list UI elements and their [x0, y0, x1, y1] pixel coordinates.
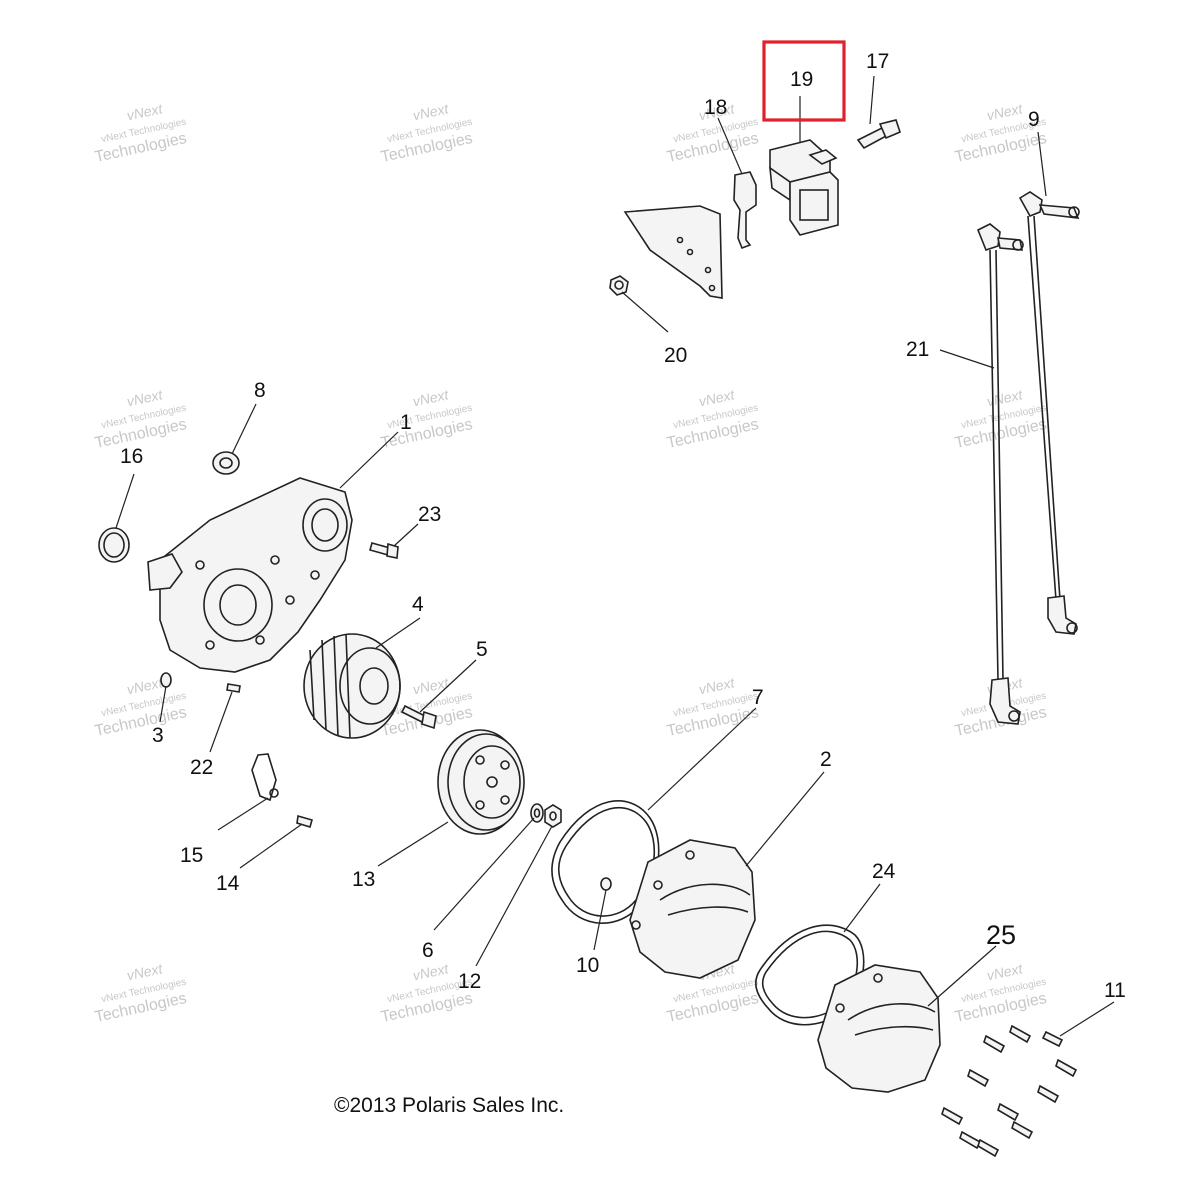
- callout-12[interactable]: 12: [458, 970, 481, 993]
- callout-10[interactable]: 10: [576, 954, 599, 977]
- callout-16[interactable]: 16: [120, 445, 143, 468]
- part-16-seal[interactable]: [98, 527, 130, 563]
- part-8-bearing[interactable]: [212, 451, 240, 475]
- part-25-cover[interactable]: [817, 964, 941, 1093]
- callout-19[interactable]: 19: [790, 68, 813, 91]
- callout-7[interactable]: 7: [752, 686, 764, 709]
- part-1-crankcase[interactable]: [147, 477, 353, 673]
- svg-text:vNext: vNext: [697, 100, 736, 123]
- part-11-bolts[interactable]: [941, 1024, 1078, 1158]
- part-5-bolt[interactable]: [400, 704, 437, 730]
- callout-6[interactable]: 6: [422, 939, 434, 962]
- callout-17[interactable]: 17: [866, 50, 889, 73]
- svg-text:vNext: vNext: [125, 386, 164, 409]
- part-22-pin[interactable]: [226, 683, 241, 693]
- callout-5[interactable]: 5: [476, 638, 488, 661]
- part-6-washer[interactable]: [530, 803, 544, 823]
- part-4-stator[interactable]: [303, 633, 401, 739]
- callout-14[interactable]: 14: [216, 872, 240, 895]
- callout-4[interactable]: 4: [412, 593, 424, 616]
- svg-text:vNext: vNext: [411, 674, 450, 697]
- callout-labels: 19 17 18 20 9 21 8 16 1 23 4 5 7 2 24 25…: [120, 50, 1126, 1002]
- svg-text:vNext: vNext: [125, 100, 164, 123]
- callout-20[interactable]: 20: [664, 344, 687, 367]
- svg-text:vNext: vNext: [985, 386, 1024, 409]
- svg-text:vNext: vNext: [697, 386, 736, 409]
- callout-3[interactable]: 3: [152, 724, 164, 747]
- copyright-text: ©2013 Polaris Sales Inc.: [334, 1094, 564, 1117]
- callout-13[interactable]: 13: [352, 868, 375, 891]
- callout-18[interactable]: 18: [704, 96, 727, 119]
- highlight-box-19: [762, 40, 846, 122]
- part-9-21-spark-plug-wires[interactable]: [976, 191, 1080, 725]
- svg-text:vNext: vNext: [411, 100, 450, 123]
- part-20-nut[interactable]: [609, 275, 629, 296]
- svg-text:vNext: vNext: [985, 960, 1024, 983]
- svg-text:vNext: vNext: [411, 386, 450, 409]
- part-13-flywheel[interactable]: [437, 729, 525, 835]
- part-10-dowel[interactable]: [600, 877, 612, 891]
- svg-text:vNext: vNext: [411, 960, 450, 983]
- callout-1[interactable]: 1: [400, 411, 412, 434]
- svg-text:vNext: vNext: [985, 100, 1024, 123]
- part-12-nut[interactable]: [544, 804, 562, 828]
- part-23-bolt[interactable]: [369, 542, 399, 559]
- part-17-bolt[interactable]: [856, 119, 901, 150]
- svg-text:vNext: vNext: [125, 960, 164, 983]
- leader-lines: [115, 75, 1115, 1037]
- part-18-bracket[interactable]: [733, 171, 757, 250]
- callout-2[interactable]: 2: [820, 748, 832, 771]
- callout-21[interactable]: 21: [906, 338, 929, 361]
- part-14-bolt[interactable]: [296, 814, 313, 829]
- part-19-ignition-coil[interactable]: [769, 139, 839, 236]
- part-3-dowel[interactable]: [160, 672, 172, 688]
- mounting-plate: [623, 205, 723, 299]
- callout-24[interactable]: 24: [872, 860, 896, 883]
- callout-25[interactable]: 25: [986, 920, 1016, 950]
- svg-text:vNext: vNext: [125, 674, 164, 697]
- callout-11[interactable]: 11: [1104, 979, 1126, 1002]
- svg-text:vNext: vNext: [697, 674, 736, 697]
- callout-22[interactable]: 22: [190, 756, 213, 779]
- callout-8[interactable]: 8: [254, 379, 266, 402]
- part-15-clip[interactable]: [251, 753, 279, 802]
- part-2-cover[interactable]: [629, 839, 756, 979]
- callout-15[interactable]: 15: [180, 844, 203, 867]
- callout-9[interactable]: 9: [1028, 108, 1040, 131]
- callout-23[interactable]: 23: [418, 503, 441, 526]
